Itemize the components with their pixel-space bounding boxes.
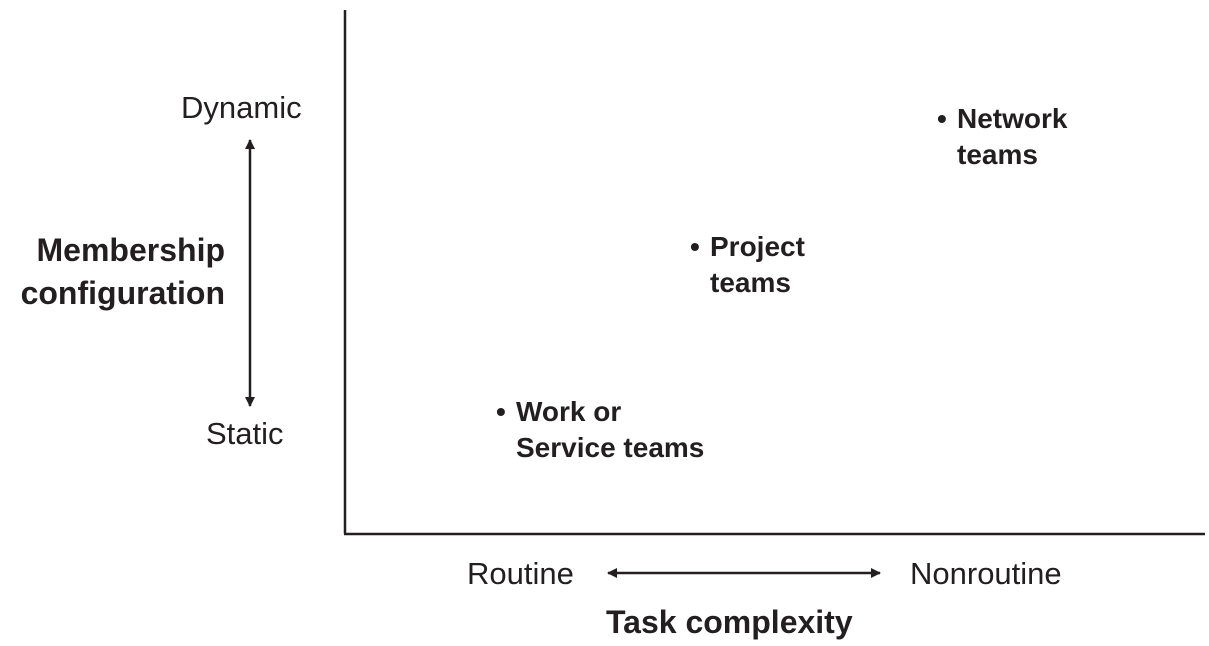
team-label-line1: Project [710, 231, 805, 262]
y-axis-top-label: Dynamic [181, 90, 302, 125]
y-axis-bottom-label: Static [206, 416, 284, 451]
team-label-line2: Service teams [516, 432, 705, 463]
team-label-line2: teams [710, 267, 791, 298]
project-teams-item: • Project teams [690, 229, 805, 301]
bullet-icon: • [937, 103, 947, 134]
y-axis-title-line2: configuration [20, 275, 225, 311]
team-label-line2: teams [957, 139, 1038, 170]
x-axis-left-label: Routine [467, 556, 574, 591]
work-service-teams-item: • Work or Service teams [496, 394, 705, 466]
bullet-icon: • [690, 231, 700, 262]
x-axis-right-label: Nonroutine [910, 556, 1062, 591]
team-label-line1: Work or [516, 396, 622, 427]
network-teams-item: • Network teams [937, 101, 1068, 173]
bullet-icon: • [496, 396, 506, 427]
x-axis-title: Task complexity [606, 604, 853, 640]
team-label-line1: Network [957, 103, 1068, 134]
y-axis-title-line1: Membership [36, 232, 225, 268]
